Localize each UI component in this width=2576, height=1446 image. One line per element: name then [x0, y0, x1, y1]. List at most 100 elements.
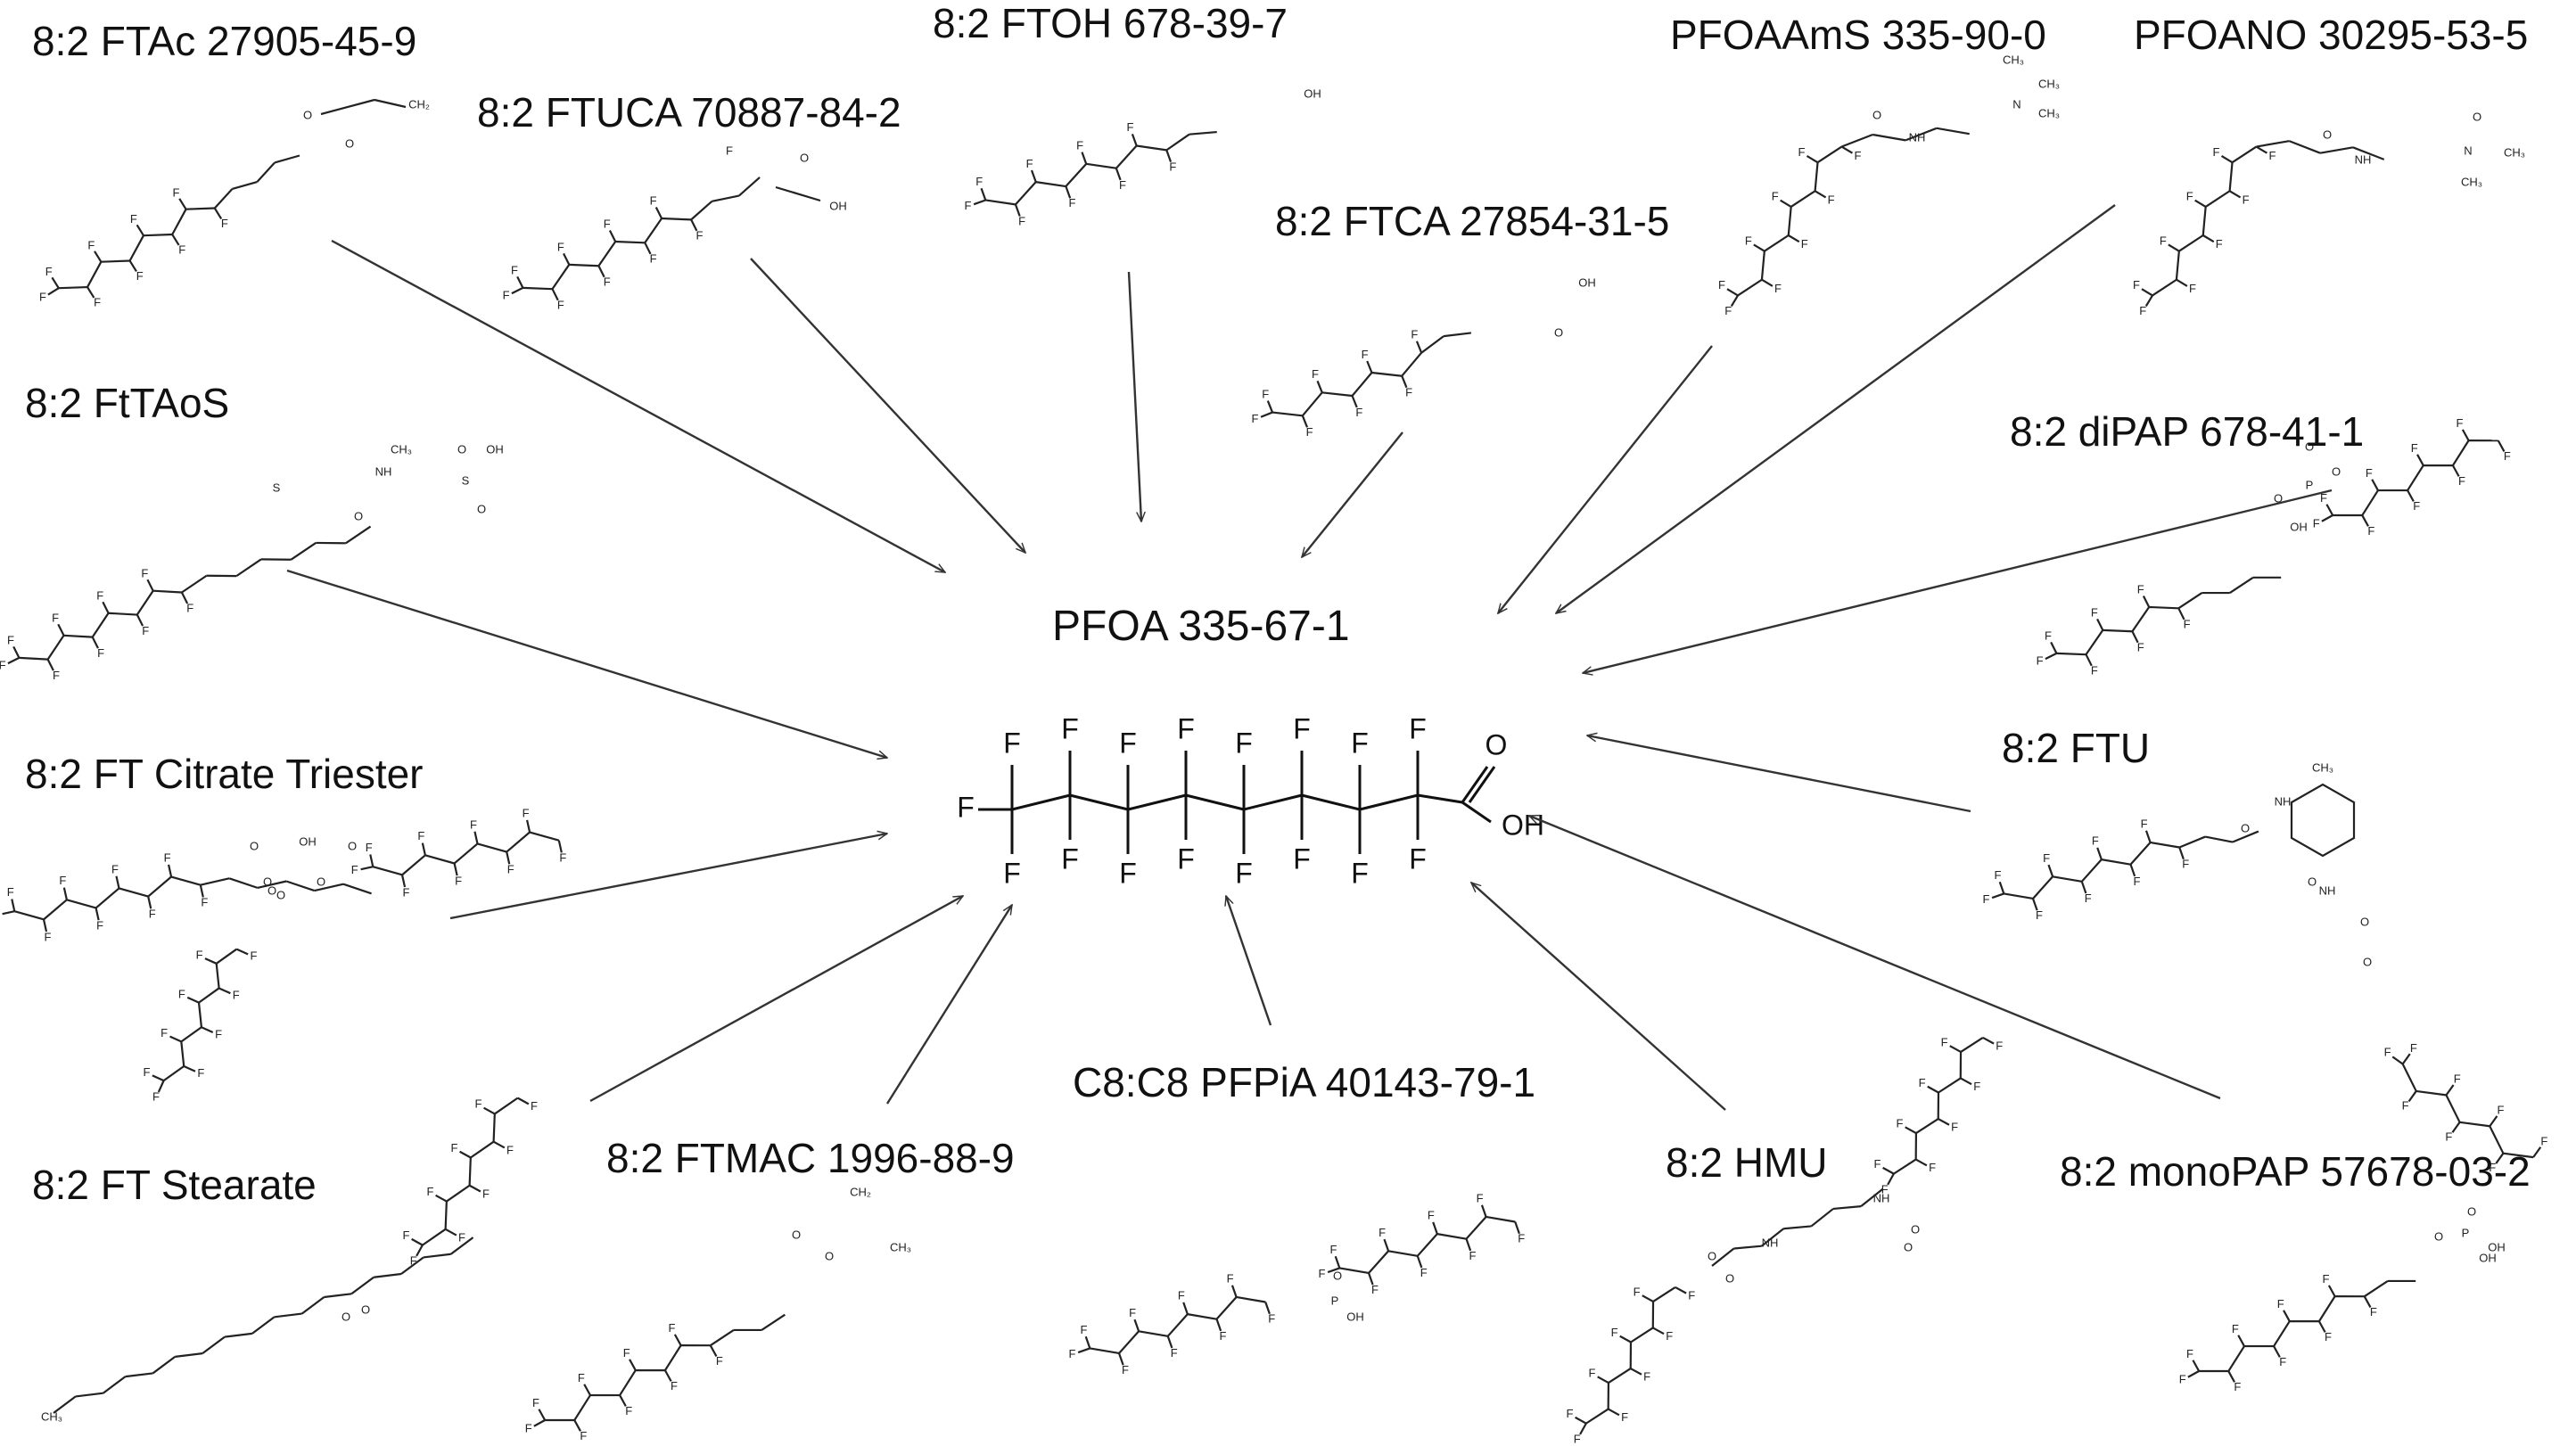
fluorine-atom: F [1994, 868, 2001, 882]
fluorine-atom: F [2085, 891, 2092, 905]
label-fttaos: 8:2 FtTAoS [25, 380, 229, 426]
c-f-bond [1982, 1036, 1995, 1045]
c-f-bond [563, 252, 571, 266]
chain-bond [2459, 1121, 2490, 1128]
chain-bond [2052, 875, 2082, 883]
c-f-bond [128, 259, 137, 273]
chain-bond [2004, 892, 2034, 900]
fluorine-atom: F [1518, 1232, 1525, 1245]
chain-bond [2149, 605, 2179, 610]
c-f-bond [1998, 881, 2005, 894]
c-f-bond [204, 957, 218, 965]
chain-bond [2080, 859, 2103, 883]
chain-bond [185, 207, 215, 210]
c-f-bond [2178, 847, 2185, 860]
fluorine-atom: F [160, 1026, 168, 1039]
tail-bond [256, 161, 276, 183]
fluorine-atom: F [450, 1141, 457, 1154]
pfoa-fluorine: F [1409, 712, 1427, 744]
pfoa-fluorine: F [1351, 857, 1369, 889]
c-f-bond [1366, 360, 1373, 374]
c-f-bond [1084, 1335, 1091, 1349]
fluorine-atom: F [130, 212, 137, 226]
fluorine-atom: F [164, 850, 171, 864]
c-f-bond [1514, 1221, 1520, 1235]
chain-bond [1814, 162, 1819, 192]
tail-bond [257, 880, 287, 889]
tail-bond [324, 1293, 352, 1299]
c-f-bond [169, 1035, 182, 1043]
fluorine-atom: F [221, 217, 228, 230]
chain-bond [128, 234, 144, 262]
fluorine-atom: F [1643, 1370, 1650, 1384]
tail-bond [1189, 130, 1217, 136]
fluorine-atom: F [402, 1228, 409, 1242]
group-label: OH [829, 199, 847, 212]
tail-bond [152, 1355, 176, 1375]
chain-bond [19, 656, 48, 661]
chain-bond [2152, 278, 2177, 297]
c-f-bond [421, 842, 426, 856]
group-label: CH₃ [890, 1240, 911, 1253]
group-label: O [348, 839, 357, 852]
arrow-citrate-to-pfoa [449, 834, 887, 920]
chain-bond [1371, 371, 1403, 377]
pfoa-fluorine: F [1003, 727, 1021, 759]
fluorine-atom: F [1069, 1347, 1076, 1360]
fluorine-atom: F [1566, 1407, 1573, 1420]
chain-bond [1136, 144, 1167, 152]
group-label: O [345, 136, 354, 150]
group-label: O [250, 839, 259, 852]
tail-bond [1165, 133, 1190, 152]
arrow-ftoh-to-pfoa [1127, 271, 1141, 522]
fluorine-atom: F [1319, 1267, 1326, 1280]
arrow-ftu-to-pfoa [1587, 735, 1971, 813]
group-label: OH [486, 442, 504, 456]
group-label: CH₃ [2003, 53, 2024, 66]
chain-bond [2101, 859, 2131, 866]
fluorine-atom: F [525, 1422, 532, 1435]
arrow-pfoaams-to-pfoa [1498, 345, 1713, 613]
group-label: CH₂ [850, 1185, 871, 1198]
c-f-bond [1327, 1267, 1340, 1274]
c-f-bond [213, 207, 223, 219]
c-f-bond [1905, 1126, 1917, 1135]
pfoa-oxygen: O [1486, 728, 1508, 760]
fluorine-atom: F [2184, 618, 2191, 631]
chain-bond [1090, 1347, 1120, 1355]
group-label: O [2332, 464, 2341, 478]
tail-bond [300, 1296, 325, 1315]
fluorine-atom: F [1306, 425, 1313, 439]
c-f-bond [95, 908, 100, 921]
group-label: NH [2319, 883, 2336, 897]
fluorine-atom: F [2243, 193, 2250, 207]
tail-bond [1841, 133, 1873, 148]
bond [374, 98, 407, 109]
chain-bond [1236, 1295, 1266, 1303]
c-f-bond [178, 198, 187, 210]
tail-bond [228, 877, 259, 889]
chain-bond [1960, 1036, 1984, 1053]
fluorine-atom: F [2320, 491, 2327, 505]
c-f-bond [533, 1419, 546, 1427]
pfoa-fluorine: F [1293, 712, 1311, 744]
fluorine-atom: F [196, 949, 203, 962]
c-f-bond [673, 1334, 682, 1346]
c-f-bond [538, 1409, 547, 1421]
tail-bond [2364, 1280, 2389, 1298]
group-label: O [477, 502, 486, 515]
fluorine-atom: F [1069, 196, 1076, 210]
pfoa-fluorine: F [1235, 857, 1253, 889]
c-f-bond [360, 866, 374, 871]
c-f-bond [1264, 1302, 1271, 1315]
fluorine-atom: F [1621, 1410, 1628, 1424]
fluorine-atom: F [604, 218, 611, 231]
fluorine-atom: F [2186, 1347, 2193, 1360]
c-f-bond [136, 224, 144, 236]
c-f-bond [369, 854, 374, 867]
fluorine-atom: F [1798, 145, 1806, 159]
fluorine-atom: F [1611, 1326, 1618, 1339]
group-label: O [792, 1228, 801, 1241]
c-f-bond [1260, 411, 1273, 418]
